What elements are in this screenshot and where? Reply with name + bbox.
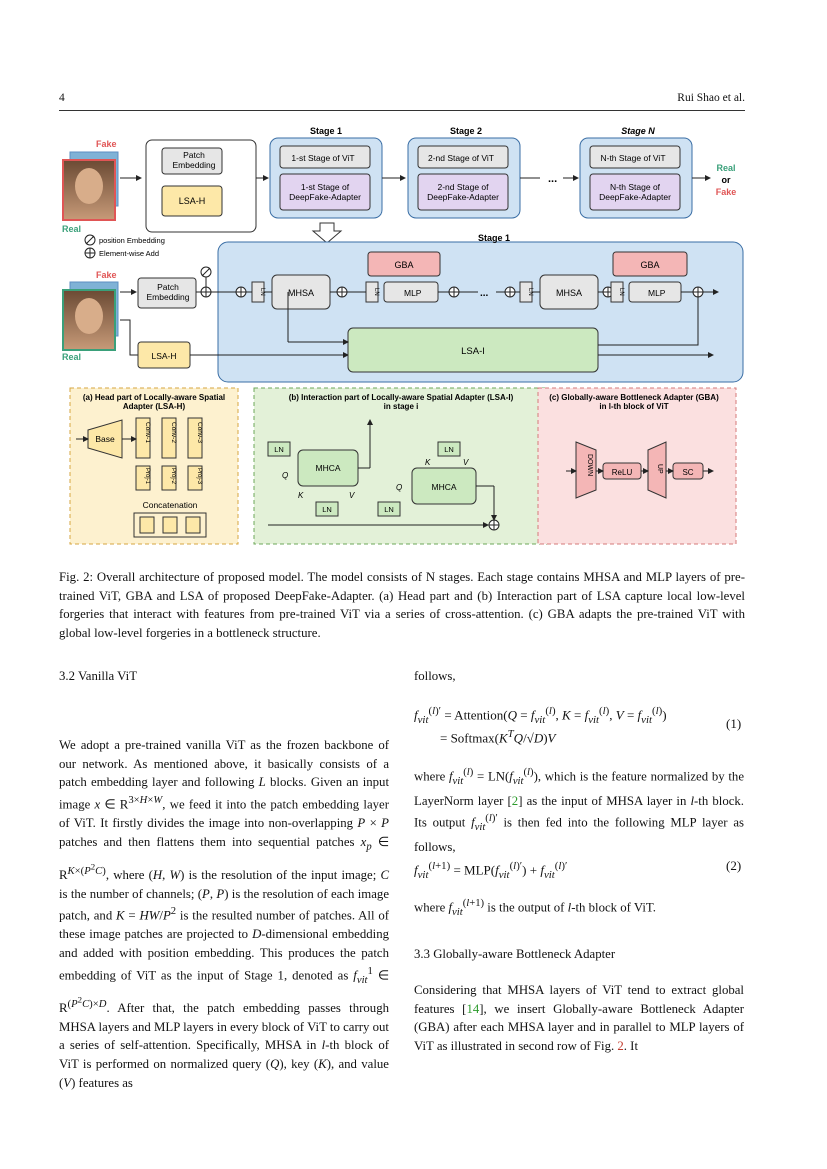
mid-fake-label: Fake xyxy=(96,270,117,280)
output-fake: Fake xyxy=(716,187,737,197)
panel-b-v-2: V xyxy=(463,458,469,467)
face-image-top xyxy=(62,151,119,221)
stage2-vit: 2-nd Stage of ViT xyxy=(428,153,494,163)
running-header-authors: Rui Shao et al. xyxy=(677,92,745,104)
figure-ref-2[interactable]: 2 xyxy=(617,1039,624,1054)
panel-a-concat: Concatenation xyxy=(143,500,198,510)
mid-ln-3: LN xyxy=(527,288,533,296)
panel-c-up: UP xyxy=(656,464,663,474)
output-real: Real xyxy=(716,163,735,173)
panel-b-ln-1: LN xyxy=(274,445,284,454)
panel-a-conv-1: Conv-1 xyxy=(144,422,151,443)
right-column-text: where fvit(l) = LN(fvit(l)), which is th… xyxy=(414,767,744,854)
panel-a-proj-1: Proj-1 xyxy=(144,468,150,485)
page-number: 4 xyxy=(59,92,65,104)
panel-c: (c) Globally-aware Bottleneck Adapter (G… xyxy=(537,387,737,545)
top-fake-label: Fake xyxy=(96,139,117,149)
stageN-vit: N-th Stage of ViT xyxy=(600,153,665,163)
panel-b-ln-4: LN xyxy=(384,505,394,514)
panel-c-sc: SC xyxy=(682,468,693,477)
panel-b-mhca-2: MHCA xyxy=(431,482,456,492)
stage-ellipsis: ... xyxy=(548,173,557,185)
stage1-vit: 1-st Stage of ViT xyxy=(291,153,354,163)
mid-lsa-h: LSA-H xyxy=(151,351,176,361)
stageN-title: Stage N xyxy=(621,126,655,136)
mid-ln-2: LN xyxy=(373,288,379,296)
panel-a-proj-2: Proj-2 xyxy=(170,468,176,485)
section-3-3-paragraph: Considering that MHSA layers of ViT tend… xyxy=(414,983,744,1054)
mid-gba-2: GBA xyxy=(640,260,659,270)
mid-mlp-2: MLP xyxy=(648,288,666,298)
panel-b-title: (b) Interaction part of Locally-aware Sp… xyxy=(289,393,514,411)
panel-b-ln-2: LN xyxy=(322,505,332,514)
top-real-label: Real xyxy=(62,224,81,234)
figure-caption: Fig. 2: Overall architecture of proposed… xyxy=(59,570,745,640)
legend-add: Element-wise Add xyxy=(99,249,159,258)
panel-a-base: Base xyxy=(95,434,115,444)
section-3-3-heading: 3.3 Globally-aware Bottleneck Adapter xyxy=(414,947,616,961)
mid-gba-1: GBA xyxy=(394,260,413,270)
panel-b-q-1: Q xyxy=(282,471,288,480)
panel-b-k-2: K xyxy=(425,458,431,467)
equation-1-number: (1) xyxy=(726,716,742,731)
panel-a-conv-2: Conv-2 xyxy=(170,422,177,443)
stage2-title: Stage 2 xyxy=(450,126,482,136)
mid-dots: ... xyxy=(480,288,489,299)
panel-b: (b) Interaction part of Locally-aware Sp… xyxy=(253,387,549,545)
equation-2-number: (2) xyxy=(726,858,742,873)
mid-ln-1: LN xyxy=(259,288,265,296)
panel-c-relu: ReLU xyxy=(612,468,633,477)
mid-mhsa-2: MHSA xyxy=(556,288,582,298)
stage1-title: Stage 1 xyxy=(310,126,342,136)
mid-lsa-i: LSA-I xyxy=(461,346,485,357)
follows-text: follows, xyxy=(414,669,456,683)
mid-mhsa-1: MHSA xyxy=(288,288,314,298)
panel-b-k-1: K xyxy=(298,491,304,500)
top-lsa-h: LSA-H xyxy=(179,196,206,206)
face-image-middle xyxy=(62,281,119,351)
panel-b-ln-3: LN xyxy=(444,445,454,454)
panel-c-down: DOWN xyxy=(586,454,593,476)
panel-a-proj-3: Proj-3 xyxy=(196,468,202,485)
panel-b-v-1: V xyxy=(349,491,355,500)
output-or: or xyxy=(722,175,731,185)
header-rule xyxy=(59,110,745,111)
panel-c-title: (c) Globally-aware Bottleneck Adapter (G… xyxy=(549,393,719,411)
equation-2: fvit(l+1) = MLP(fvit(l)′) + fvit(l)′ xyxy=(414,860,568,881)
citation-14[interactable]: 14 xyxy=(466,1001,480,1016)
panel-b-q-2: Q xyxy=(396,483,402,492)
equation-1-line-2: = Softmax(KTQ/√D)V xyxy=(440,728,556,746)
citation-2[interactable]: 2 xyxy=(511,793,519,808)
equation-1-line-1: fvit(l)′ = Attention(Q = fvit(l), K = fv… xyxy=(414,705,667,726)
panel-a-conv-3: Conv-3 xyxy=(196,422,203,443)
section-3-2-paragraph: We adopt a pre-trained vanilla ViT as th… xyxy=(59,738,389,1090)
mid-ln-4: LN xyxy=(618,288,624,296)
equation-2-where: where fvit(l+1) is the output of l-th bl… xyxy=(414,898,656,918)
panel-b-mhca-1: MHCA xyxy=(315,463,340,473)
section-3-2-heading: 3.2 Vanilla ViT xyxy=(59,669,138,683)
mid-stage-title: Stage 1 xyxy=(478,233,510,243)
legend-pos-emb: position Embedding xyxy=(99,236,165,245)
mid-mlp-1: MLP xyxy=(404,288,422,298)
mid-real-label: Real xyxy=(62,352,81,362)
